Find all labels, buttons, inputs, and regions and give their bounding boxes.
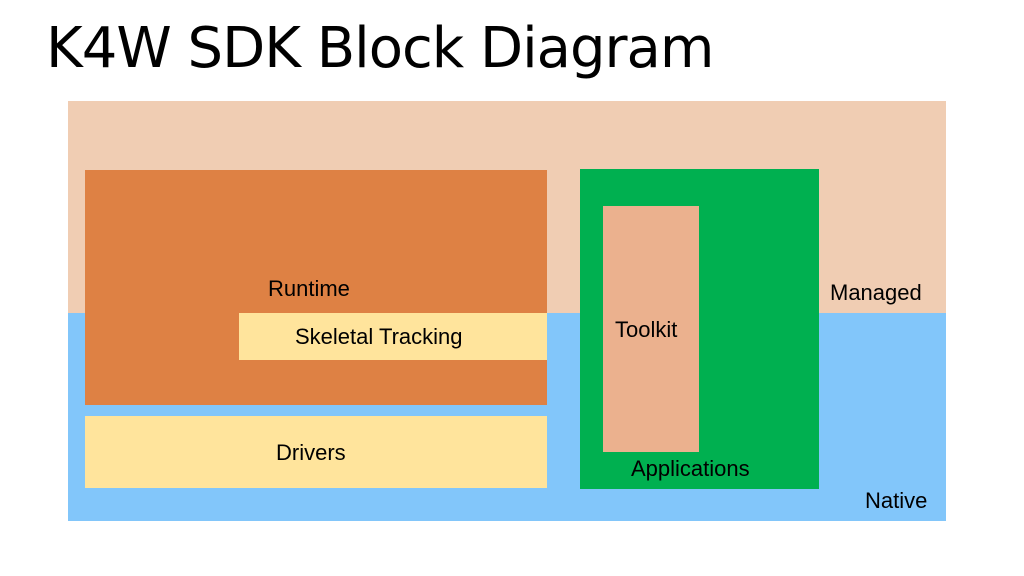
- runtime-block: [85, 170, 547, 405]
- toolkit-block: [603, 206, 699, 452]
- skeletal-tracking-block: [239, 313, 547, 360]
- toolkit-label: Toolkit: [615, 317, 678, 342]
- page-title: K4W SDK Block Diagram: [46, 16, 714, 81]
- drivers-block: [85, 416, 547, 488]
- drivers-label: Drivers: [276, 440, 346, 465]
- applications-label: Applications: [631, 456, 750, 481]
- skeletal-tracking-label: Skeletal Tracking: [295, 324, 463, 349]
- managed-layer-label: Managed: [830, 280, 922, 305]
- runtime-label: Runtime: [268, 276, 350, 301]
- native-layer-label: Native: [865, 488, 928, 513]
